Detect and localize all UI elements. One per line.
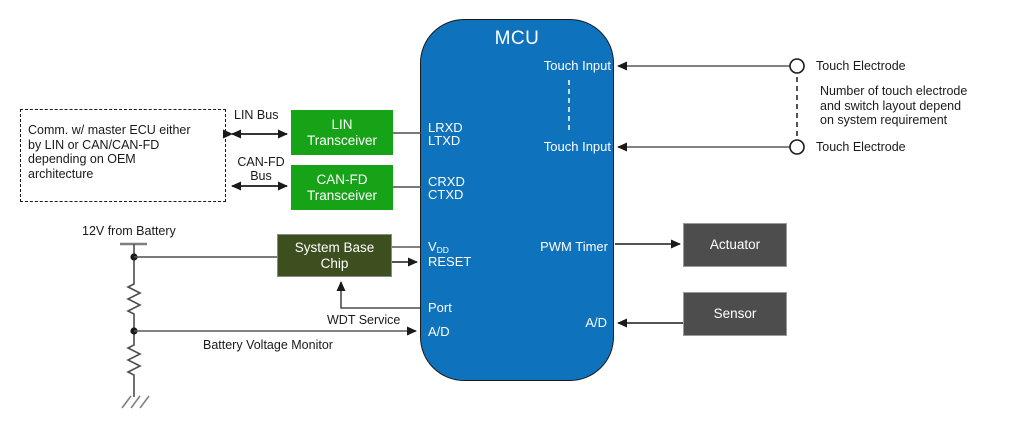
pin-adc-right: A/D: [585, 315, 607, 330]
canfd-bus-label-line2: Bus: [250, 169, 272, 183]
actuator-label: Actuator: [709, 237, 761, 252]
lin-transceiver-block: LIN Transceiver: [291, 110, 393, 155]
pin-reset: RESET: [428, 254, 472, 269]
battery-label: 12V from Battery: [82, 224, 176, 238]
sbc-label-line1: System Base: [294, 239, 375, 255]
lin-transceiver-label-line1: LIN: [331, 116, 353, 132]
pin-adc-left: A/D: [428, 324, 450, 339]
actuator-block: Actuator: [683, 223, 787, 267]
sensor-block: Sensor: [683, 292, 787, 336]
pin-touch-input-2: Touch Input: [543, 139, 611, 154]
comm-note-line: by LIN or CAN/CAN-FD: [28, 137, 160, 152]
wdt-service-label: WDT Service: [327, 313, 401, 327]
lin-bus-label: LIN Bus: [234, 108, 279, 122]
canfd-transceiver-block: CAN-FD Transceiver: [291, 165, 393, 210]
touch-electrode-circle-1: [789, 58, 805, 74]
comm-note-line: depending on OEM: [28, 152, 136, 166]
pin-touch-input-1: Touch Input: [543, 58, 611, 73]
pin-vdd: VDD: [428, 240, 449, 257]
pin-crxd: CRXD: [428, 174, 465, 189]
touch-electrode-label-1: Touch Electrode: [816, 59, 906, 73]
pin-ltxd: LTXD: [428, 133, 461, 148]
sensor-label: Sensor: [713, 306, 757, 321]
touch-note-line3: on system requirement: [820, 113, 948, 127]
pin-ctxd: CTXD: [428, 187, 464, 202]
touch-note: Number of touch electrode and switch lay…: [820, 84, 967, 128]
touch-note-line2: and switch layout depend: [820, 98, 962, 113]
touch-electrode-circle-2: [789, 139, 805, 155]
comm-note-box: Comm. w/ master ECU either by LIN or CAN…: [20, 109, 226, 202]
voltage-divider-resistors: [126, 244, 142, 397]
sbc-label-line2: Chip: [320, 255, 349, 271]
lin-transceiver-label-line2: Transceiver: [306, 132, 378, 148]
wdt-service-wire: [336, 281, 420, 309]
mcu-title: MCU: [494, 28, 540, 49]
canfd-bus-label: CAN-FD Bus: [232, 155, 290, 183]
junction-dot-top: [130, 253, 138, 261]
touch-electrode-label-2: Touch Electrode: [816, 140, 906, 154]
canfd-transceiver-label-line2: Transceiver: [306, 187, 378, 203]
mcu-block: MCU: [420, 19, 614, 381]
pin-lrxd: LRXD: [428, 120, 463, 135]
touch-note-line1: Number of touch electrode: [820, 84, 968, 98]
pin-vdd-subscript: DD: [436, 245, 449, 255]
canfd-transceiver-label-line1: CAN-FD: [316, 171, 368, 187]
pin-pwm-timer: PWM Timer: [540, 239, 608, 254]
pin-port: Port: [428, 300, 452, 315]
canfd-bus-label-line1: CAN-FD: [237, 155, 285, 169]
battery-voltage-monitor-label: Battery Voltage Monitor: [203, 338, 333, 352]
ground-symbol: [121, 395, 150, 409]
junction-dot-mid: [130, 327, 138, 335]
comm-note-line: Comm. w/ master ECU either: [28, 123, 191, 137]
pin-vdd-base: V: [428, 239, 437, 254]
system-base-chip-block: System Base Chip: [277, 234, 392, 277]
comm-note-line: architecture: [28, 166, 94, 181]
